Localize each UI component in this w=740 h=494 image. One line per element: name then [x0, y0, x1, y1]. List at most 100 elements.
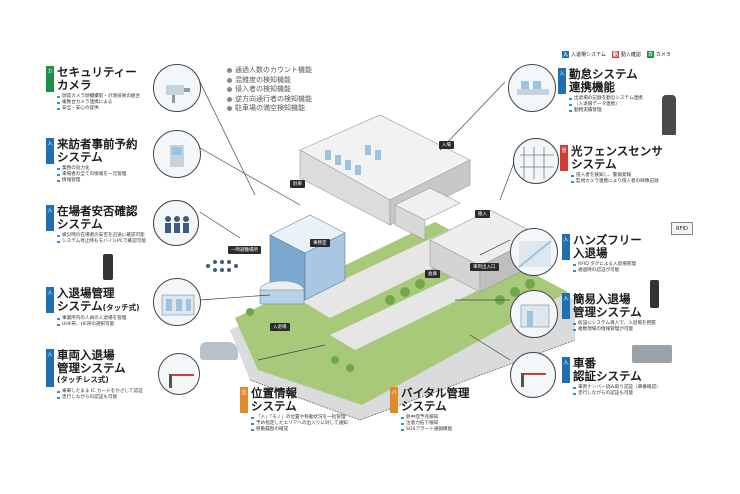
system-plate: 入 車番 認証システム 車両ナンバー読み取り認証（車番確認） 走行しながらの認証… — [562, 357, 661, 397]
label-entrance: 入場 — [439, 141, 454, 149]
feature-item: 逆方向通行者の検知機能 — [227, 95, 312, 105]
category-tag: バ — [390, 387, 398, 413]
system-feature-list: 顔認カメラ顔撮撮影・計測技術の組合 複数台カメラ連携による 安全・安心の提供 — [57, 94, 140, 112]
simple-illustration — [510, 290, 558, 338]
gate-icon — [161, 294, 195, 316]
system-fence: 侵 光フェンスセンサ システム 侵入者を検知し、警報発報 監視カメラ連携により侵… — [560, 145, 663, 185]
trees — [246, 279, 535, 372]
people-icon — [165, 216, 189, 233]
perimeter-fence — [249, 339, 576, 421]
system-title: 光フェンスセンサ システム — [571, 144, 663, 171]
system-feature-list: 「人」「モノ」の位置や移動状況を一括管理 予め指定したエリアへの出入りに対して通… — [251, 415, 348, 433]
system-title: 車両入退場 管理システム (タッチレス式) — [57, 348, 126, 384]
system-camera: カ セキュリティー カメラ 顔認カメラ顔撮撮影・計測技術の組合 複数台カメラ連携… — [46, 66, 140, 112]
feature-item: 通過人数のカウント機能 — [227, 66, 312, 76]
system-title: 来訪者事前予約 システム — [57, 137, 138, 164]
feature-item: 駐車場の満空検知機能 — [227, 104, 312, 114]
feature-item: 侵入者の検知機能 — [227, 85, 312, 95]
category-tag: カ — [46, 66, 54, 92]
warehouse-front — [394, 204, 426, 241]
connector-lines — [199, 81, 516, 361]
office-side — [304, 232, 346, 301]
legend-tag: 入 — [562, 51, 569, 58]
barrier-icon — [169, 374, 194, 388]
label-gate: 入退場 — [270, 323, 290, 331]
system-title: 勤怠システム 連携機能 — [569, 67, 638, 94]
handsfree-illustration — [510, 228, 558, 276]
legend-label: 入退場システム — [571, 52, 606, 58]
system-title: 位置情報 システム — [251, 386, 297, 413]
plate-illustration — [510, 352, 556, 398]
system-feature-list: 車両ナンバー読み取り認証（車番確認） 走行しながらの認証も可能 — [573, 385, 661, 397]
system-title: ハンズフリー 入退場 — [573, 233, 642, 260]
touch-illustration — [153, 278, 201, 326]
system-title: バイタル管理 システム — [401, 386, 470, 413]
legend-tag: 勤 — [611, 51, 619, 58]
system-touch: 入 入退場管理 システム(タッチ式) 事業所内の人員の入退場を管理 UHF帯、H… — [46, 287, 140, 328]
kiosk-icon — [170, 145, 184, 167]
system-location: 位 位置情報 システム 「人」「モノ」の位置や移動状況を一括管理 予め指定したエ… — [240, 387, 348, 433]
label-warehouse: 倉庫 — [425, 270, 440, 278]
fence-illustration — [513, 138, 559, 184]
site-gate-icon — [520, 304, 550, 328]
truck-icon — [632, 345, 672, 363]
vehicle-illustration — [158, 353, 200, 395]
label-parking: 駐車 — [290, 180, 305, 188]
people-group — [206, 260, 238, 272]
presence-illustration — [153, 200, 199, 246]
system-title: 在場者安否確認 システム — [57, 204, 138, 231]
system-title: 車番 認証システム — [573, 356, 642, 383]
label-lab: 一時避難場所 — [228, 246, 261, 254]
category-tag: 入 — [46, 287, 54, 313]
system-presence: 入 在場者安否確認 システム 被災時の在場者の安否を迅速に確認可能 システム停止… — [46, 205, 146, 245]
legend-label: 勤入確認 — [620, 52, 641, 58]
attendance-illustration — [508, 64, 556, 112]
category-tag: 入 — [46, 349, 54, 387]
category-tag: 入 — [562, 357, 570, 383]
system-vehicle: 入 車両入退場 管理システム (タッチレス式) 乗車したまま IC カードをかざ… — [46, 349, 143, 401]
system-feature-list: RFID タグによる入退場管理 通過時の認証が可能 — [573, 262, 642, 274]
system-feature-list: 侵入者を検知し、警報発報 監視カメラ連携により侵入者の映像記録 — [571, 173, 663, 185]
system-title: セキュリティー カメラ — [57, 65, 137, 92]
camera-illustration — [153, 64, 201, 112]
category-tag: 入 — [46, 205, 54, 231]
system-vital: バ バイタル管理 システム 熱中症予兆検知 注意力低下検知 SOSアラート通報機… — [390, 387, 470, 433]
legend-label: カメラ — [655, 52, 671, 58]
label-office: 事務室 — [310, 239, 330, 247]
legend-item: 勤 勤入確認 — [611, 51, 641, 58]
fence-icon — [520, 147, 554, 179]
visitor-illustration — [153, 130, 201, 178]
system-simple: 入 簡易入退場 管理システム 仮設にシステム導入で、入退場を把握 複数現場の情報… — [562, 293, 656, 333]
system-attendance: 入 勤怠システム 連携機能 出退場の記録を勤怠システム連携 （入退場データ連携）… — [558, 68, 643, 114]
system-visitor: 入 来訪者事前予約 システム 業務の効力化 来場者の全ての情報を一元管理 情報管… — [46, 138, 138, 184]
category-tag: 位 — [240, 387, 248, 413]
system-feature-list: 出退場の記録を勤怠システム連携 （入退場データ連携） 勤務実績管理 — [569, 96, 643, 114]
system-feature-list: 被災時の在場者の安否を迅速に確認可能 システム停止時もモバイルPCで確認可能 — [57, 233, 146, 245]
handheld-scanner-icon — [650, 280, 659, 308]
lobby-wall — [259, 289, 305, 305]
label-dock: 搬入 — [475, 210, 490, 218]
system-feature-list: 仮設にシステム導入で、入退場を把握 複数現場の情報管理が可能 — [573, 321, 656, 333]
system-title: 簡易入退場 管理システム — [573, 292, 642, 319]
category-tag: 入 — [562, 293, 570, 319]
person-at-door-icon — [662, 95, 676, 135]
system-feature-list: 熱中症予兆検知 注意力低下検知 SOSアラート通報機能 — [401, 415, 470, 433]
category-tag: 侵 — [560, 145, 568, 171]
car-icon — [200, 342, 238, 360]
feature-item: 混雑度の検知機能 — [227, 76, 312, 86]
handheld-terminal-icon — [103, 254, 113, 280]
corridor-icon — [518, 240, 552, 268]
system-handsfree: 入 ハンズフリー 入退場 RFID タグによる入退場管理 通過時の認証が可能 — [562, 234, 642, 274]
system-feature-list: 乗車したまま IC カードをかざして認証 走行しながらの認証も可能 — [57, 389, 143, 401]
camera-icon — [166, 85, 190, 103]
legend-item: カ カメラ — [646, 51, 671, 58]
legend-tag: カ — [646, 51, 654, 58]
rfid-card: RFID — [671, 222, 693, 235]
system-feature-list: 業務の効力化 来場者の全ての情報を一元管理 情報管理 — [57, 166, 138, 184]
category-tag: 入 — [558, 68, 566, 94]
category-tag: 入 — [562, 234, 570, 260]
legend-item: 入 入退場システム — [562, 51, 606, 58]
system-title: 入退場管理 システム(タッチ式) — [57, 286, 140, 313]
system-feature-list: 事業所内の人員の入退場を管理 UHF帯、HF帯の選択可能 — [57, 316, 140, 328]
rack-group — [325, 145, 381, 175]
